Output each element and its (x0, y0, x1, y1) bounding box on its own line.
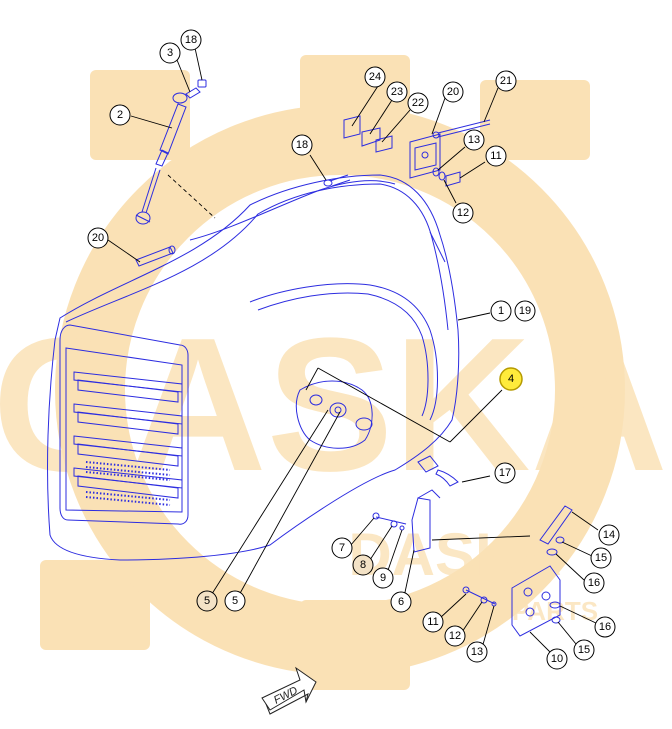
svg-text:15: 15 (595, 552, 607, 564)
svg-text:20: 20 (447, 86, 459, 98)
svg-text:8: 8 (360, 559, 366, 571)
callout-19: 19 (514, 300, 536, 322)
svg-text:12: 12 (457, 207, 469, 219)
callout-16-top: 16 (583, 572, 605, 594)
svg-text:7: 7 (339, 542, 345, 554)
watermark: CASKA DASKA PARTS (0, 55, 668, 690)
svg-text:18: 18 (296, 139, 308, 151)
lower-hinge-fasteners (462, 586, 497, 607)
callout-5-left: 5 (196, 590, 218, 612)
callout-12-top: 12 (452, 202, 474, 224)
callout-15-top: 15 (590, 547, 612, 569)
svg-text:5: 5 (204, 595, 210, 607)
svg-text:5: 5 (232, 595, 238, 607)
watermark-gear-icon (40, 55, 625, 690)
callout-20-right: 20 (442, 81, 464, 103)
callout-21: 21 (495, 70, 517, 92)
latch-mount-plate (295, 380, 373, 449)
svg-text:22: 22 (412, 97, 424, 109)
svg-text:4: 4 (508, 373, 514, 385)
callout-8: 8 (352, 554, 374, 576)
hood-assembly (47, 174, 460, 561)
svg-text:14: 14 (603, 529, 615, 541)
callout-22: 22 (407, 92, 429, 114)
callout-10: 10 (546, 648, 568, 670)
callout-24: 24 (364, 66, 386, 88)
callout-7: 7 (331, 537, 353, 559)
hood-pin-right (323, 174, 351, 187)
callout-2: 2 (109, 104, 131, 126)
callout-12-bottom: 12 (444, 625, 466, 647)
callout-13-top: 13 (463, 129, 485, 151)
grille-mesh (85, 461, 171, 506)
svg-text:1: 1 (498, 305, 504, 317)
svg-text:13: 13 (471, 646, 483, 658)
hood-pin-left (135, 245, 176, 267)
svg-text:10: 10 (551, 653, 563, 665)
callout-11-bottom: 11 (422, 611, 444, 633)
svg-text:20: 20 (92, 232, 104, 244)
callout-14: 14 (598, 524, 620, 546)
callout-18-top: 18 (180, 29, 202, 51)
leader-lines (107, 47, 599, 653)
callouts: 18 3 2 20 24 23 22 20 21 18 13 11 12 1 1… (87, 29, 620, 670)
callout-5-right: 5 (224, 590, 246, 612)
svg-text:24: 24 (369, 71, 381, 83)
forward-label: FWD (272, 685, 300, 707)
callout-1: 1 (490, 300, 512, 322)
svg-text:16: 16 (599, 621, 611, 633)
svg-text:16: 16 (588, 577, 600, 589)
watermark-brand: CASKA (0, 299, 668, 511)
callout-16-bottom: 16 (594, 616, 616, 638)
svg-text:12: 12 (449, 630, 461, 642)
hinge-fasteners (432, 167, 461, 187)
callout-23: 23 (386, 81, 408, 103)
gas-strut (135, 92, 188, 225)
svg-text:23: 23 (391, 86, 403, 98)
hinge-hardware (343, 115, 491, 179)
svg-text:11: 11 (427, 616, 438, 628)
callout-18-mid: 18 (291, 134, 313, 156)
callout-3: 3 (159, 42, 181, 64)
callout-13-bottom: 13 (466, 641, 488, 663)
svg-text:17: 17 (499, 467, 511, 479)
svg-text:2: 2 (117, 109, 123, 121)
callout-9: 9 (372, 567, 394, 589)
callout-11-top: 11 (485, 145, 507, 167)
svg-text:15: 15 (578, 644, 590, 656)
svg-text:21: 21 (500, 75, 512, 87)
grille-slats (73, 371, 183, 499)
svg-text:13: 13 (468, 134, 480, 146)
callout-20-left: 20 (87, 227, 109, 249)
svg-text:9: 9 (380, 572, 386, 584)
callout-15-bottom: 15 (573, 639, 595, 661)
callout-4: 4 (499, 367, 523, 391)
callout-17: 17 (494, 462, 516, 484)
svg-text:19: 19 (519, 305, 531, 317)
latch-assembly (372, 455, 459, 553)
callout-6: 6 (390, 591, 412, 613)
watermark-sub2: PARTS (512, 596, 598, 626)
svg-text:11: 11 (490, 150, 501, 162)
svg-text:18: 18 (185, 34, 197, 46)
svg-text:3: 3 (167, 47, 173, 59)
svg-text:6: 6 (398, 596, 404, 608)
lower-hinge-assembly (511, 505, 573, 637)
